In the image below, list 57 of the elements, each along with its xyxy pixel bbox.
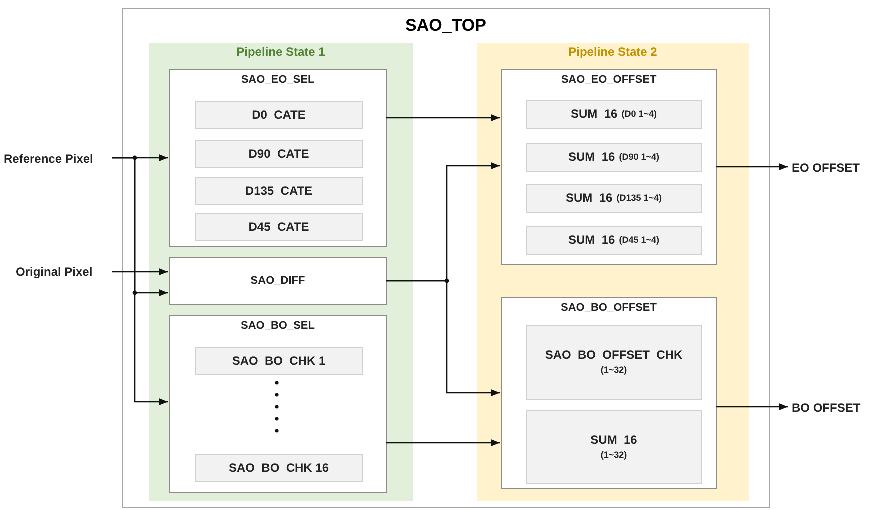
signal-name: Reference Pixel	[4, 151, 94, 168]
module-title: SAO_DIFF	[250, 274, 306, 289]
submodule-label: (D90 1~4)	[619, 152, 660, 164]
submodule-label: D45_CATE	[248, 220, 310, 234]
stage-title: Pipeline State 2	[568, 46, 658, 58]
pipeline-stage-band	[149, 43, 413, 501]
submodule-label: (D0 1~4)	[622, 108, 657, 120]
submodule-label: SUM_16	[590, 432, 638, 448]
submodule-box	[526, 410, 702, 484]
module-title: SAO_BO_OFFSET	[561, 303, 657, 314]
module-box	[501, 297, 717, 489]
stage-title: Pipeline State 1	[236, 46, 326, 58]
module-title: SAO_EO_SEL	[241, 75, 315, 86]
arrow	[386, 439, 500, 447]
arrow	[112, 268, 168, 276]
submodule-label: (D45 1~4)	[619, 234, 660, 246]
submodule-label: SAO_BO_CHK 1	[232, 354, 326, 368]
submodule-label: SAO_BO_CHK 16	[228, 460, 330, 476]
submodule-box	[526, 143, 702, 172]
module-title: SAO_EO_OFFSET	[561, 75, 657, 86]
submodule-label: SUM_16	[568, 233, 616, 248]
submodule-label: (1~32)	[600, 450, 628, 462]
module-box	[169, 257, 387, 305]
submodule-box	[195, 454, 363, 482]
module-title: SAO_BO_SEL	[241, 321, 315, 332]
submodule-box	[195, 347, 363, 375]
signal-name: BO OFFSET	[792, 400, 861, 417]
submodule-box	[195, 140, 363, 168]
submodule-box	[526, 184, 702, 213]
pipeline-stage-band	[477, 43, 749, 501]
submodule-label: SUM_16	[571, 107, 618, 122]
submodule-label: SAO_BO_OFFSET_CHK	[545, 348, 683, 364]
submodule-label: (1~32)	[600, 365, 628, 377]
submodule-box	[526, 100, 702, 129]
arrow	[386, 114, 500, 122]
submodule-box	[526, 325, 702, 400]
submodule-box	[195, 101, 363, 129]
submodule-label: D0_CATE	[252, 108, 306, 122]
signal-name: Original Pixel	[16, 264, 93, 281]
signal-name: EO OFFSET	[792, 160, 860, 177]
submodule-label: SUM_16	[566, 191, 613, 206]
module-box	[169, 69, 387, 247]
module-frame	[122, 8, 770, 508]
submodule-label: D135_CATE	[245, 184, 313, 198]
submodule-box	[526, 226, 702, 255]
submodule-box	[195, 213, 363, 241]
submodule-box	[195, 177, 363, 205]
module-box	[501, 69, 717, 265]
arrow	[716, 403, 788, 411]
module-box	[169, 315, 387, 493]
submodule-label: D90_CATE	[248, 146, 310, 162]
submodule-label: SUM_16	[568, 150, 616, 165]
module-title: SAO_TOP	[406, 17, 486, 34]
arrow	[716, 163, 788, 171]
submodule-label: (D135 1~4)	[616, 192, 662, 204]
arrow	[386, 280, 500, 397]
arrow	[112, 157, 168, 406]
